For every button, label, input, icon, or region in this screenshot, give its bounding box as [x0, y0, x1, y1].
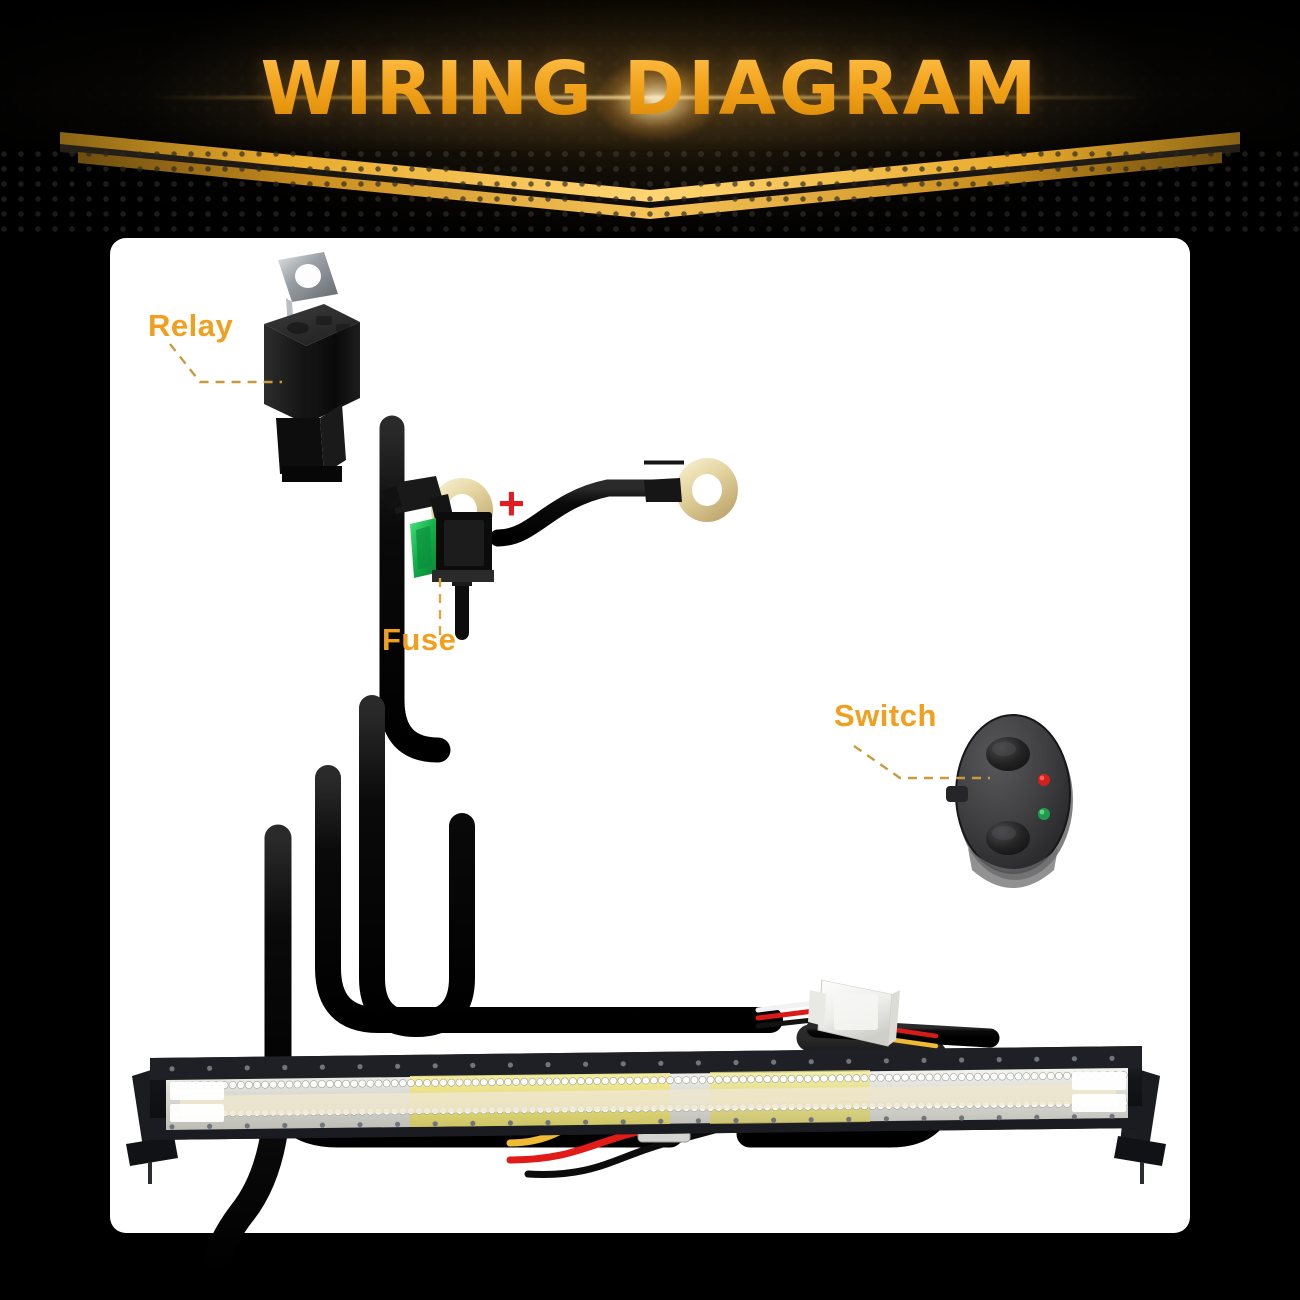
relay-component	[264, 252, 360, 482]
perforated-texture-lower	[0, 150, 1300, 232]
fuse-label: Fuse	[382, 622, 457, 657]
switch-label: Switch	[834, 698, 937, 733]
relay-label: Relay	[148, 308, 234, 343]
relay-leader-line	[169, 343, 282, 384]
switch-connector-component	[808, 976, 900, 1047]
components-layer	[126, 252, 1166, 1184]
lens-flare	[596, 62, 716, 140]
negative-symbol: —	[644, 438, 684, 482]
page-title: WIRING DIAGRAM	[0, 46, 1300, 132]
light-bar-component	[126, 1046, 1166, 1184]
diagram-panel: Relay Fuse Switch + —	[110, 238, 1190, 1288]
switch-leader-line	[853, 745, 990, 780]
negative-ring-terminal	[644, 458, 738, 522]
header-banner: WIRING DIAGRAM	[0, 0, 1300, 232]
positive-symbol: +	[498, 477, 526, 529]
switch-component	[946, 714, 1073, 888]
fuse-component	[382, 476, 494, 582]
leader-lines	[169, 343, 990, 780]
